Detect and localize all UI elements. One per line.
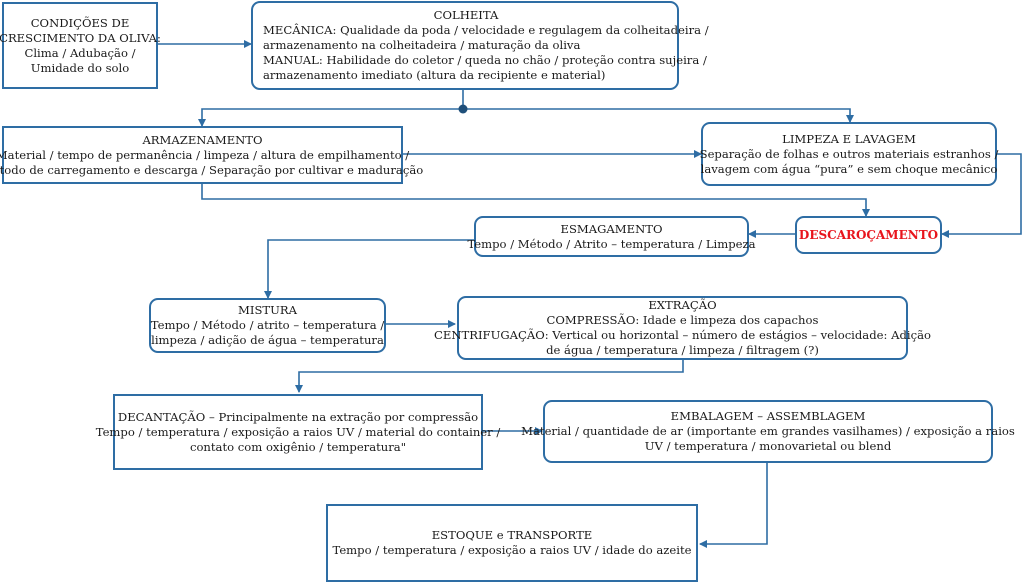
- box-esmagamento: ESMAGAMENTO Tempo / Método / Atrito – te…: [467, 216, 756, 257]
- colheita-line-2: armazenamento na colheitadeira / maturaç…: [263, 38, 581, 52]
- limpeza-line-1: Separação de folhas e outros materiais e…: [699, 146, 999, 161]
- esmagamento-line-1: Tempo / Método / Atrito – temperatura / …: [467, 236, 756, 251]
- estoque-line-1: Tempo / temperatura / exposição a raios …: [332, 543, 692, 557]
- arrow-junction-armazenamento: [198, 108, 463, 127]
- box-extracao: EXTRAÇÃO COMPRESSÃO: Idade e limpeza dos…: [434, 296, 931, 360]
- box-embalagem: EMBALAGEM – ASSEMBLAGEM Material / quant…: [521, 400, 1015, 463]
- arrow-limpeza-descaro: [941, 153, 1022, 238]
- extracao-line-1: COMPRESSÃO: Idade e limpeza dos capachos: [546, 313, 819, 327]
- embalagem-title: EMBALAGEM – ASSEMBLAGEM: [670, 409, 866, 423]
- esmagamento-title: ESMAGAMENTO: [560, 221, 663, 236]
- extracao-line-2: CENTRIFUGAÇÃO: Vertical ou horizontal – …: [434, 328, 931, 342]
- colheita-title: COLHEITA: [433, 8, 499, 22]
- decantacao-title: DECANTAÇÃO – Principalmente na extração …: [117, 409, 479, 424]
- arrow-junction-limpeza: [463, 108, 854, 123]
- decantacao-line-2: contato com oxigênio / temperatura": [189, 439, 407, 454]
- mistura-line-1: Tempo / Método / atrito – temperatura /: [150, 318, 385, 332]
- box-limpeza-lavagem: LIMPEZA E LAVAGEM Separação de folhas e …: [699, 122, 999, 186]
- extracao-title: EXTRAÇÃO: [648, 298, 717, 312]
- box-mistura: MISTURA Tempo / Método / atrito – temper…: [149, 298, 386, 353]
- condicoes-title: CONDIÇÕES DE: [30, 15, 130, 30]
- arrow-armazenamento-descaro: [201, 184, 870, 217]
- arrow-extracao-decantacao: [295, 360, 684, 393]
- descarocamento-title: DESCAROÇAMENTO: [798, 227, 939, 242]
- armazenamento-line-1: Material / tempo de permanência / limpez…: [0, 147, 410, 162]
- armazenamento-title: ARMAZENAMENTO: [142, 132, 263, 147]
- embalagem-line-1: Material / quantidade de ar (importante …: [521, 424, 1015, 438]
- limpeza-line-2: lavagem com água “pura” e sem choque mec…: [700, 161, 998, 176]
- limpeza-title: LIMPEZA E LAVAGEM: [782, 131, 916, 146]
- box-condicoes-crescimento: CONDIÇÕES DE CRESCIMENTO DA OLIVA: Clima…: [0, 2, 161, 89]
- arrow-embalagem-estoque: [699, 463, 768, 548]
- mistura-line-2: limpeza / adição de água – temperatura: [151, 333, 384, 347]
- decantacao-line-1: Tempo / temperatura / exposição a raios …: [95, 424, 501, 439]
- colheita-line-3: MANUAL: Habilidade do coletor / queda no…: [263, 53, 707, 67]
- condicoes-line-3: Umidade do solo: [30, 60, 130, 75]
- arrow-esmagamento-mistura: [264, 239, 474, 299]
- box-colheita: COLHEITA MECÂNICA: Qualidade da poda / v…: [251, 1, 709, 90]
- mistura-title: MISTURA: [238, 303, 297, 317]
- junction-dot: [458, 104, 468, 114]
- box-decantacao: DECANTAÇÃO – Principalmente na extração …: [96, 394, 500, 470]
- embalagem-line-2: UV / temperatura / monovarietal ou blend: [644, 439, 892, 453]
- colheita-line-4: armazenamento imediato (altura da recipi…: [263, 68, 606, 82]
- estoque-title: ESTOQUE e TRANSPORTE: [431, 528, 593, 542]
- box-armazenamento: ARMAZENAMENTO Material / tempo de perman…: [0, 126, 423, 184]
- colheita-line-1: MECÂNICA: Qualidade da poda / velocidade…: [263, 23, 709, 37]
- box-descarocamento: DESCAROÇAMENTO: [795, 216, 942, 254]
- condicoes-line-2: Clima / Adubação /: [24, 45, 136, 60]
- box-estoque-transporte: ESTOQUE e TRANSPORTE Tempo / temperatura…: [326, 504, 698, 582]
- condicoes-line-1: CRESCIMENTO DA OLIVA:: [0, 30, 161, 45]
- extracao-line-3: de água / temperatura / limpeza / filtra…: [546, 343, 819, 357]
- armazenamento-line-2: método de carregamento e descarga / Sepa…: [0, 162, 424, 177]
